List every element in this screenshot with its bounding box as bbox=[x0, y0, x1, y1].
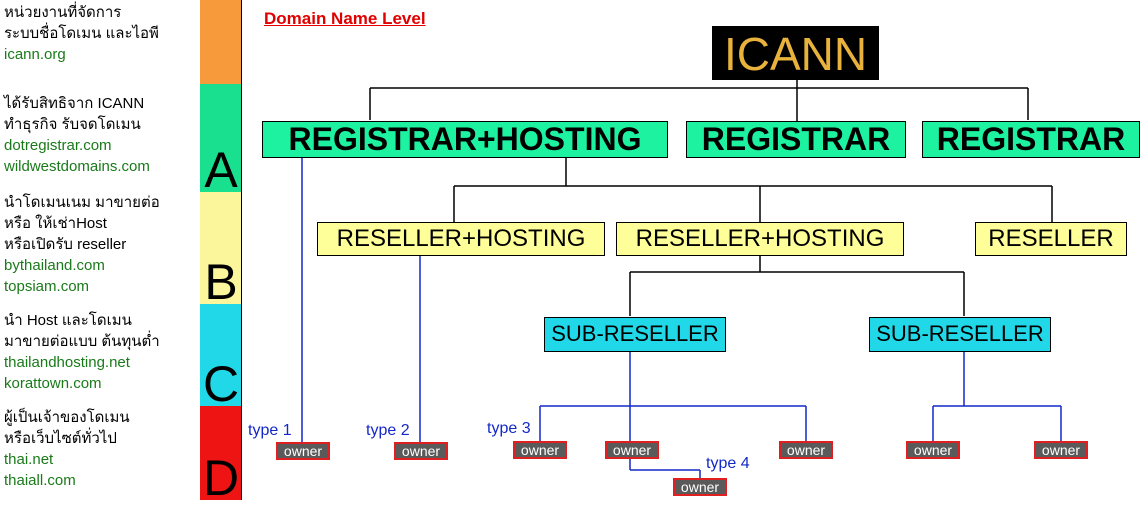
owner-box: owner bbox=[779, 441, 833, 459]
level-b-description: นำโดเมนเนม มาขายต่อ หรือ ให้เช่าHost หรื… bbox=[4, 192, 196, 297]
sub-reseller-node: SUB-RESELLER bbox=[869, 317, 1051, 352]
description-line: ระบบชื่อโดเมน และไอพี bbox=[4, 25, 159, 42]
level-letter: C bbox=[202, 356, 240, 412]
description-line: ได้รับสิทธิจาก ICANN bbox=[4, 95, 145, 112]
reseller-node: RESELLER bbox=[975, 222, 1127, 256]
type-2-label: type 2 bbox=[366, 422, 410, 439]
level-band-d: D bbox=[200, 406, 242, 506]
description-line: นำ Host และโดเมน bbox=[4, 312, 132, 329]
owner-box: owner bbox=[276, 442, 330, 460]
owner-box: owner bbox=[394, 442, 448, 460]
description-line: หรือเว็บไซต์ทั่วไป bbox=[4, 430, 117, 447]
type-3-label: type 3 bbox=[487, 420, 531, 437]
level-band-b: B bbox=[200, 192, 242, 310]
example-site: korattown.com bbox=[4, 375, 102, 392]
description-line: ทำธุรกิจ รับจดโดเมน bbox=[4, 116, 141, 133]
description-line: ผู้เป็นเจ้าของโดเมน bbox=[4, 409, 130, 426]
owner-box: owner bbox=[513, 441, 567, 459]
description-line: นำโดเมนเนม มาขายต่อ bbox=[4, 194, 160, 211]
owner-box: owner bbox=[673, 478, 727, 496]
example-site: topsiam.com bbox=[4, 278, 90, 295]
owner-box: owner bbox=[906, 441, 960, 459]
level-letter: A bbox=[204, 142, 238, 198]
description-line: หรือ ให้เช่าHost bbox=[4, 215, 107, 232]
example-site: thai.net bbox=[4, 451, 54, 468]
registrar-hosting-node: REGISTRAR+HOSTING bbox=[262, 121, 668, 158]
example-site: thailandhosting.net bbox=[4, 354, 130, 371]
diagram-title: Domain Name Level bbox=[264, 9, 426, 28]
reseller-hosting-node: RESELLER+HOSTING bbox=[317, 222, 605, 256]
level-letter: B bbox=[204, 254, 238, 310]
description-line: หน่วยงานที่จัดการ bbox=[4, 4, 122, 21]
level-band-a: A bbox=[200, 84, 242, 198]
example-site: bythailand.com bbox=[4, 257, 105, 274]
level-band-c: C bbox=[200, 304, 242, 412]
level-icann-description: หน่วยงานที่จัดการ ระบบชื่อโดเมน และไอพี … bbox=[4, 2, 196, 65]
level-descriptions: หน่วยงานที่จัดการ ระบบชื่อโดเมน และไอพี … bbox=[0, 0, 200, 500]
example-site: thaiall.com bbox=[4, 472, 76, 489]
level-a-description: ได้รับสิทธิจาก ICANN ทำธุรกิจ รับจดโดเมน… bbox=[4, 93, 196, 177]
type-1-label: type 1 bbox=[248, 422, 292, 439]
example-site: wildwestdomains.com bbox=[4, 158, 150, 175]
icann-node: ICANN bbox=[712, 26, 879, 80]
owner-box: owner bbox=[605, 441, 659, 459]
sub-reseller-node: SUB-RESELLER bbox=[544, 317, 726, 352]
example-site: dotregistrar.com bbox=[4, 137, 112, 154]
registrar-node: REGISTRAR bbox=[686, 121, 906, 158]
registrar-node: REGISTRAR bbox=[922, 121, 1140, 158]
reseller-hosting-node: RESELLER+HOSTING bbox=[616, 222, 904, 256]
level-d-description: ผู้เป็นเจ้าของโดเมน หรือเว็บไซต์ทั่วไป t… bbox=[4, 407, 196, 491]
description-line: มาขายต่อแบบ ต้นทุนต่ำ bbox=[4, 333, 160, 350]
level-letter: D bbox=[202, 450, 240, 506]
description-line: หรือเปิดรับ reseller bbox=[4, 236, 127, 253]
owner-box: owner bbox=[1034, 441, 1088, 459]
level-c-description: นำ Host และโดเมน มาขายต่อแบบ ต้นทุนต่ำ t… bbox=[4, 310, 196, 394]
level-band-icann bbox=[200, 0, 242, 84]
type-4-label: type 4 bbox=[706, 455, 750, 472]
example-site: icann.org bbox=[4, 46, 66, 63]
